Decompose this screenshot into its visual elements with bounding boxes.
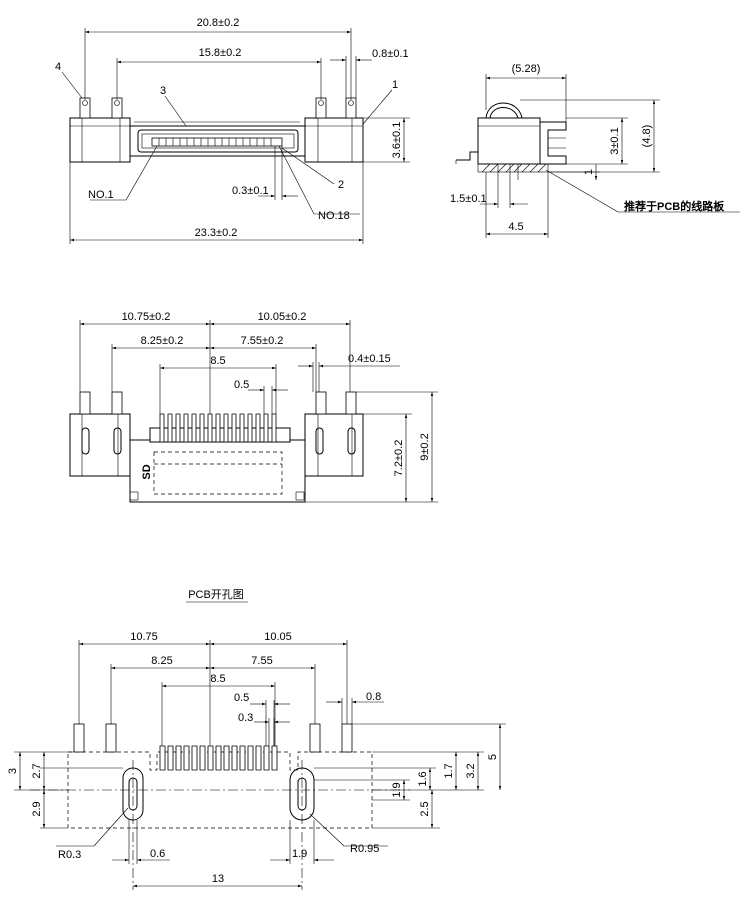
dim-depth: 7.2±0.2 bbox=[393, 440, 405, 477]
pcb-dim-l29: 2.9 bbox=[31, 801, 43, 816]
pcb-view: PCB开孔图 10.75 10.05 8.25 7.55 bbox=[7, 588, 506, 890]
pcb-dim-r25: 2.5 bbox=[419, 801, 431, 816]
dim-height-ref: (4.8) bbox=[641, 125, 653, 148]
pcb-dim-r5: 5 bbox=[487, 754, 499, 760]
pcb-dim-right-inner: 7.55 bbox=[251, 655, 272, 667]
callout-1: 1 bbox=[392, 79, 398, 91]
pcb-radius-large: R0.95 bbox=[350, 843, 379, 855]
dim-width-ref: (5.28) bbox=[512, 63, 541, 75]
top-pin-row bbox=[159, 413, 277, 443]
dim-height-3: 3±0.1 bbox=[609, 127, 621, 154]
pcb-dim-pitch: 0.5 bbox=[234, 692, 249, 704]
pcb-radius-small: R0.3 bbox=[58, 849, 81, 861]
dim-small-1: 1 bbox=[583, 169, 595, 175]
callout-2: 2 bbox=[338, 179, 344, 191]
pcb-dim-r32: 3.2 bbox=[465, 763, 477, 778]
pcb-dim-slot-span: 13 bbox=[212, 873, 224, 885]
dim-pin-span: 8.5 bbox=[210, 355, 225, 367]
pcb-dim-r17: 1.7 bbox=[443, 763, 455, 778]
dim-inner-top: 15.8±0.2 bbox=[199, 47, 242, 59]
side-pin-strip bbox=[151, 137, 283, 147]
label-no18: NO.18 bbox=[318, 210, 350, 222]
pcb-dim-r16: 1.6 bbox=[417, 771, 429, 786]
dim-right-inner: 7.55±0.2 bbox=[241, 335, 284, 347]
dim-right: 10.05±0.2 bbox=[258, 311, 307, 323]
dim-offset: 1.5±0.1 bbox=[450, 193, 487, 205]
callout-3: 3 bbox=[160, 85, 166, 97]
note-recommended-pcb: 推荐于PCB的线路板 bbox=[624, 199, 725, 213]
pcb-title: PCB开孔图 bbox=[188, 588, 244, 601]
pcb-dim-slot-width: 0.6 bbox=[150, 848, 165, 860]
label-no1: NO.1 bbox=[88, 189, 114, 201]
pcb-dim-right: 10.05 bbox=[264, 631, 292, 643]
side-view: 20.8±0.2 15.8±0.2 0.8±0.1 3.6±0.1 0.3±0.… bbox=[55, 17, 410, 244]
dim-pin-pitch: 0.3±0.1 bbox=[232, 185, 269, 197]
top-view: SD 10.75±0.2 10.05±0.2 8.25±0.2 7.55±0.2… bbox=[69, 311, 438, 503]
dim-overall-bottom: 23.3±0.2 bbox=[195, 227, 238, 239]
dim-bottom: 4.5 bbox=[508, 221, 523, 233]
end-view: (5.28) (4.8) 3±0.1 1 1.5±0.1 4.5 推荐于PCB的… bbox=[450, 63, 740, 238]
pcb-dim-r19: 1.9 bbox=[391, 782, 403, 797]
pcb-dim-l27: 2.7 bbox=[31, 763, 43, 778]
pcb-pad-row bbox=[159, 745, 278, 771]
pcb-dim-slot-width-2: 1.9 bbox=[292, 848, 307, 860]
pcb-dim-left-inner: 8.25 bbox=[151, 655, 172, 667]
dim-height: 3.6±0.1 bbox=[391, 122, 403, 159]
dim-left-inner: 8.25±0.2 bbox=[141, 335, 184, 347]
callout-4: 4 bbox=[55, 61, 61, 73]
dim-overall-top: 20.8±0.2 bbox=[197, 17, 240, 29]
pcb-dim-l3: 3 bbox=[7, 768, 19, 774]
pcb-dim-pin-span: 8.5 bbox=[210, 673, 225, 685]
pcb-dim-pad-width: 0.3 bbox=[238, 712, 253, 724]
sd-label: SD bbox=[141, 464, 153, 479]
pcb-dim-tab-width: 0.8 bbox=[366, 691, 381, 703]
dim-top-pin-width: 0.4±0.15 bbox=[348, 353, 391, 365]
dim-pin-width: 0.8±0.1 bbox=[372, 48, 409, 60]
dim-left: 10.75±0.2 bbox=[122, 311, 171, 323]
pcb-dim-left: 10.75 bbox=[130, 631, 158, 643]
dim-pitch: 0.5 bbox=[234, 379, 249, 391]
dim-total-depth: 9±0.2 bbox=[419, 433, 431, 460]
